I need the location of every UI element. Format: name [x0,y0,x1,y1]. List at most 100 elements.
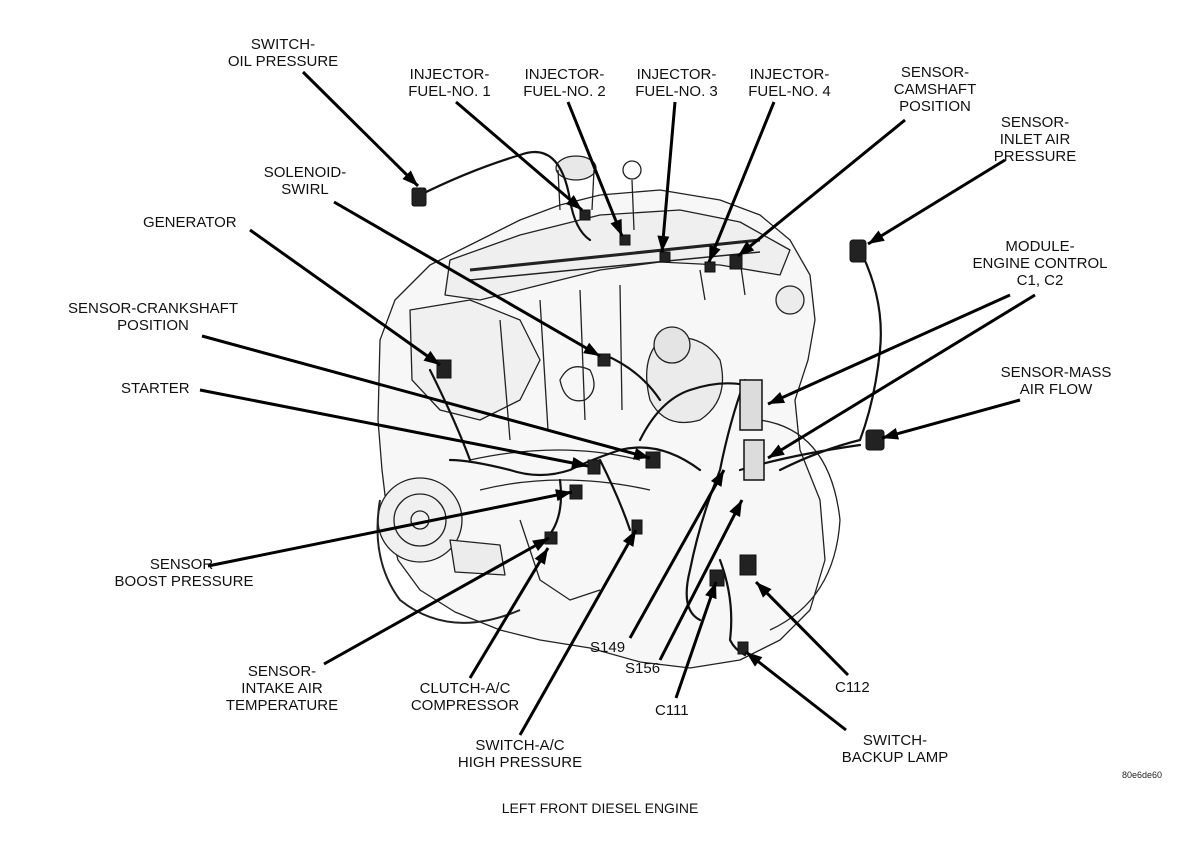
label-sensor-boost-pressure: SENSOR- BOOST PRESSURE [104,556,264,590]
label-line: INJECTOR- [409,66,490,83]
label-line: INJECTOR- [524,66,605,83]
label-c112: C112 [835,679,870,696]
connectors [411,187,885,655]
label-line: ENGINE CONTROL [972,255,1108,272]
label-line: GENERATOR [143,214,237,231]
figure-caption: LEFT FRONT DIESEL ENGINE [501,800,699,816]
leader-line-switch-oil-pressure [301,70,420,188]
leader-line-injector-2 [566,101,624,237]
label-s156: S156 [625,660,660,677]
label-sensor-crankshaft-position: SENSOR-CRANKSHAFT POSITION [58,300,248,334]
arrowhead-sensor-camshaft-position [738,241,755,256]
label-line: SENSOR- [247,663,317,680]
label-c111: C111 [655,702,689,719]
arrowhead-solenoid-swirl [583,342,600,356]
arrowhead-injector-2 [610,218,622,236]
arrowhead-clutch-ac-compressor [534,548,548,565]
leader-line-sensor-mass-air-flow [881,398,1021,440]
label-line: SWITCH- [250,36,316,53]
label-injector-3: INJECTOR- FUEL-NO. 3 [629,66,724,100]
arrowhead-switch-backup-lamp [746,652,763,667]
label-line: OIL PRESSURE [227,53,339,70]
leader-line-sensor-camshaft-position [737,118,906,258]
label-line: POSITION [899,98,971,115]
leader-line-switch-backup-lamp [745,650,847,732]
label-starter: STARTER [121,380,190,397]
arrowhead-injector-3 [657,235,670,252]
leader-line-c112 [754,580,850,677]
arrowhead-s156 [729,500,742,517]
label-line: SENSOR- [1000,114,1070,131]
label-sensor-mass-air-flow: SENSOR-MASS AIR FLOW [996,364,1116,398]
arrowhead-sensor-inlet-air-pressure [868,230,885,244]
leader-line-sensor-boost-pressure [207,490,573,568]
leader-line-clutch-ac-compressor [468,547,550,679]
label-switch-oil-pressure: SWITCH- OIL PRESSURE [208,36,358,70]
label-line: CLUTCH-A/C [419,680,511,697]
leader-line-generator [249,228,441,367]
leader-line-s149 [628,469,726,639]
leader-line-injector-3 [660,101,677,253]
label-line: S156 [625,660,661,677]
arrowhead-sensor-mass-air-flow [882,427,900,440]
label-line: SENSOR-MASS [1000,364,1112,381]
arrowhead-c111 [705,582,717,600]
label-module-engine-control: MODULE- ENGINE CONTROL C1, C2 [960,238,1120,289]
leader-line-switch-ac-high-pressure [518,529,638,736]
leader-line-sensor-crankshaft-position [201,334,651,460]
label-line: SWIRL [281,181,329,198]
label-line: STARTER [121,380,190,397]
arrowheads [402,170,900,667]
arrowhead-c112 [756,582,772,598]
label-line: INJECTOR- [749,66,830,83]
leader-line-injector-1 [455,100,583,212]
arrowhead-switch-oil-pressure [402,170,418,186]
label-line: SOLENOID- [263,164,347,181]
label-line: C1, C2 [1016,272,1064,289]
label-line: COMPRESSOR [410,697,520,714]
leader-line-c111 [674,581,718,699]
label-line: AIR FLOW [1019,381,1093,398]
arrowhead-sensor-crankshaft-position [632,448,650,460]
label-line: POSITION [117,317,189,334]
label-line: C112 [835,679,870,696]
label-sensor-intake-air-temperature: SENSOR- INTAKE AIR TEMPERATURE [212,663,352,714]
label-generator: GENERATOR [143,214,237,231]
label-injector-1: INJECTOR- FUEL-NO. 1 [402,66,497,100]
label-line: MODULE- [1005,238,1075,255]
leader-line-module-engine-control-c2 [767,293,1036,460]
label-line: FUEL-NO. 1 [408,83,491,100]
label-solenoid-swirl: SOLENOID- SWIRL [250,164,360,198]
arrowhead-starter [571,457,588,469]
label-line: BOOST PRESSURE [114,573,254,590]
label-line: CAMSHAFT [893,81,977,98]
label-switch-backup-lamp: SWITCH- BACKUP LAMP [830,732,960,766]
label-line: TEMPERATURE [225,697,339,714]
label-line: SENSOR-CRANKSHAFT [67,300,239,317]
label-line: PRESSURE [993,148,1077,165]
leader-line-module-engine-control [767,293,1011,406]
arrowhead-module-engine-control-c2 [768,444,785,458]
label-sensor-inlet-air-pressure: SENSOR- INLET AIR PRESSURE [980,114,1090,165]
label-line: SWITCH- [862,732,928,749]
arrowhead-injector-1 [565,195,582,210]
label-line: SWITCH-A/C [475,737,565,754]
label-line: INTAKE AIR [241,680,323,697]
label-line: C111 [655,702,689,719]
label-line: SENSOR- [149,556,219,573]
label-line: INJECTOR- [636,66,717,83]
arrowhead-s149 [710,470,724,487]
label-line: BACKUP LAMP [841,749,949,766]
label-line: INLET AIR [999,131,1071,148]
label-sensor-camshaft-position: SENSOR- CAMSHAFT POSITION [880,64,990,115]
leader-line-s156 [658,499,744,661]
arrowhead-sensor-intake-air-temperature [532,538,549,552]
label-switch-ac-high-pressure: SWITCH-A/C HIGH PRESSURE [445,737,595,771]
arrowhead-module-engine-control [768,391,786,404]
label-line: S149 [590,639,626,656]
label-injector-2: INJECTOR- FUEL-NO. 2 [517,66,612,100]
label-clutch-ac-compressor: CLUTCH-A/C COMPRESSOR [395,680,535,714]
arrowhead-generator [423,350,440,365]
